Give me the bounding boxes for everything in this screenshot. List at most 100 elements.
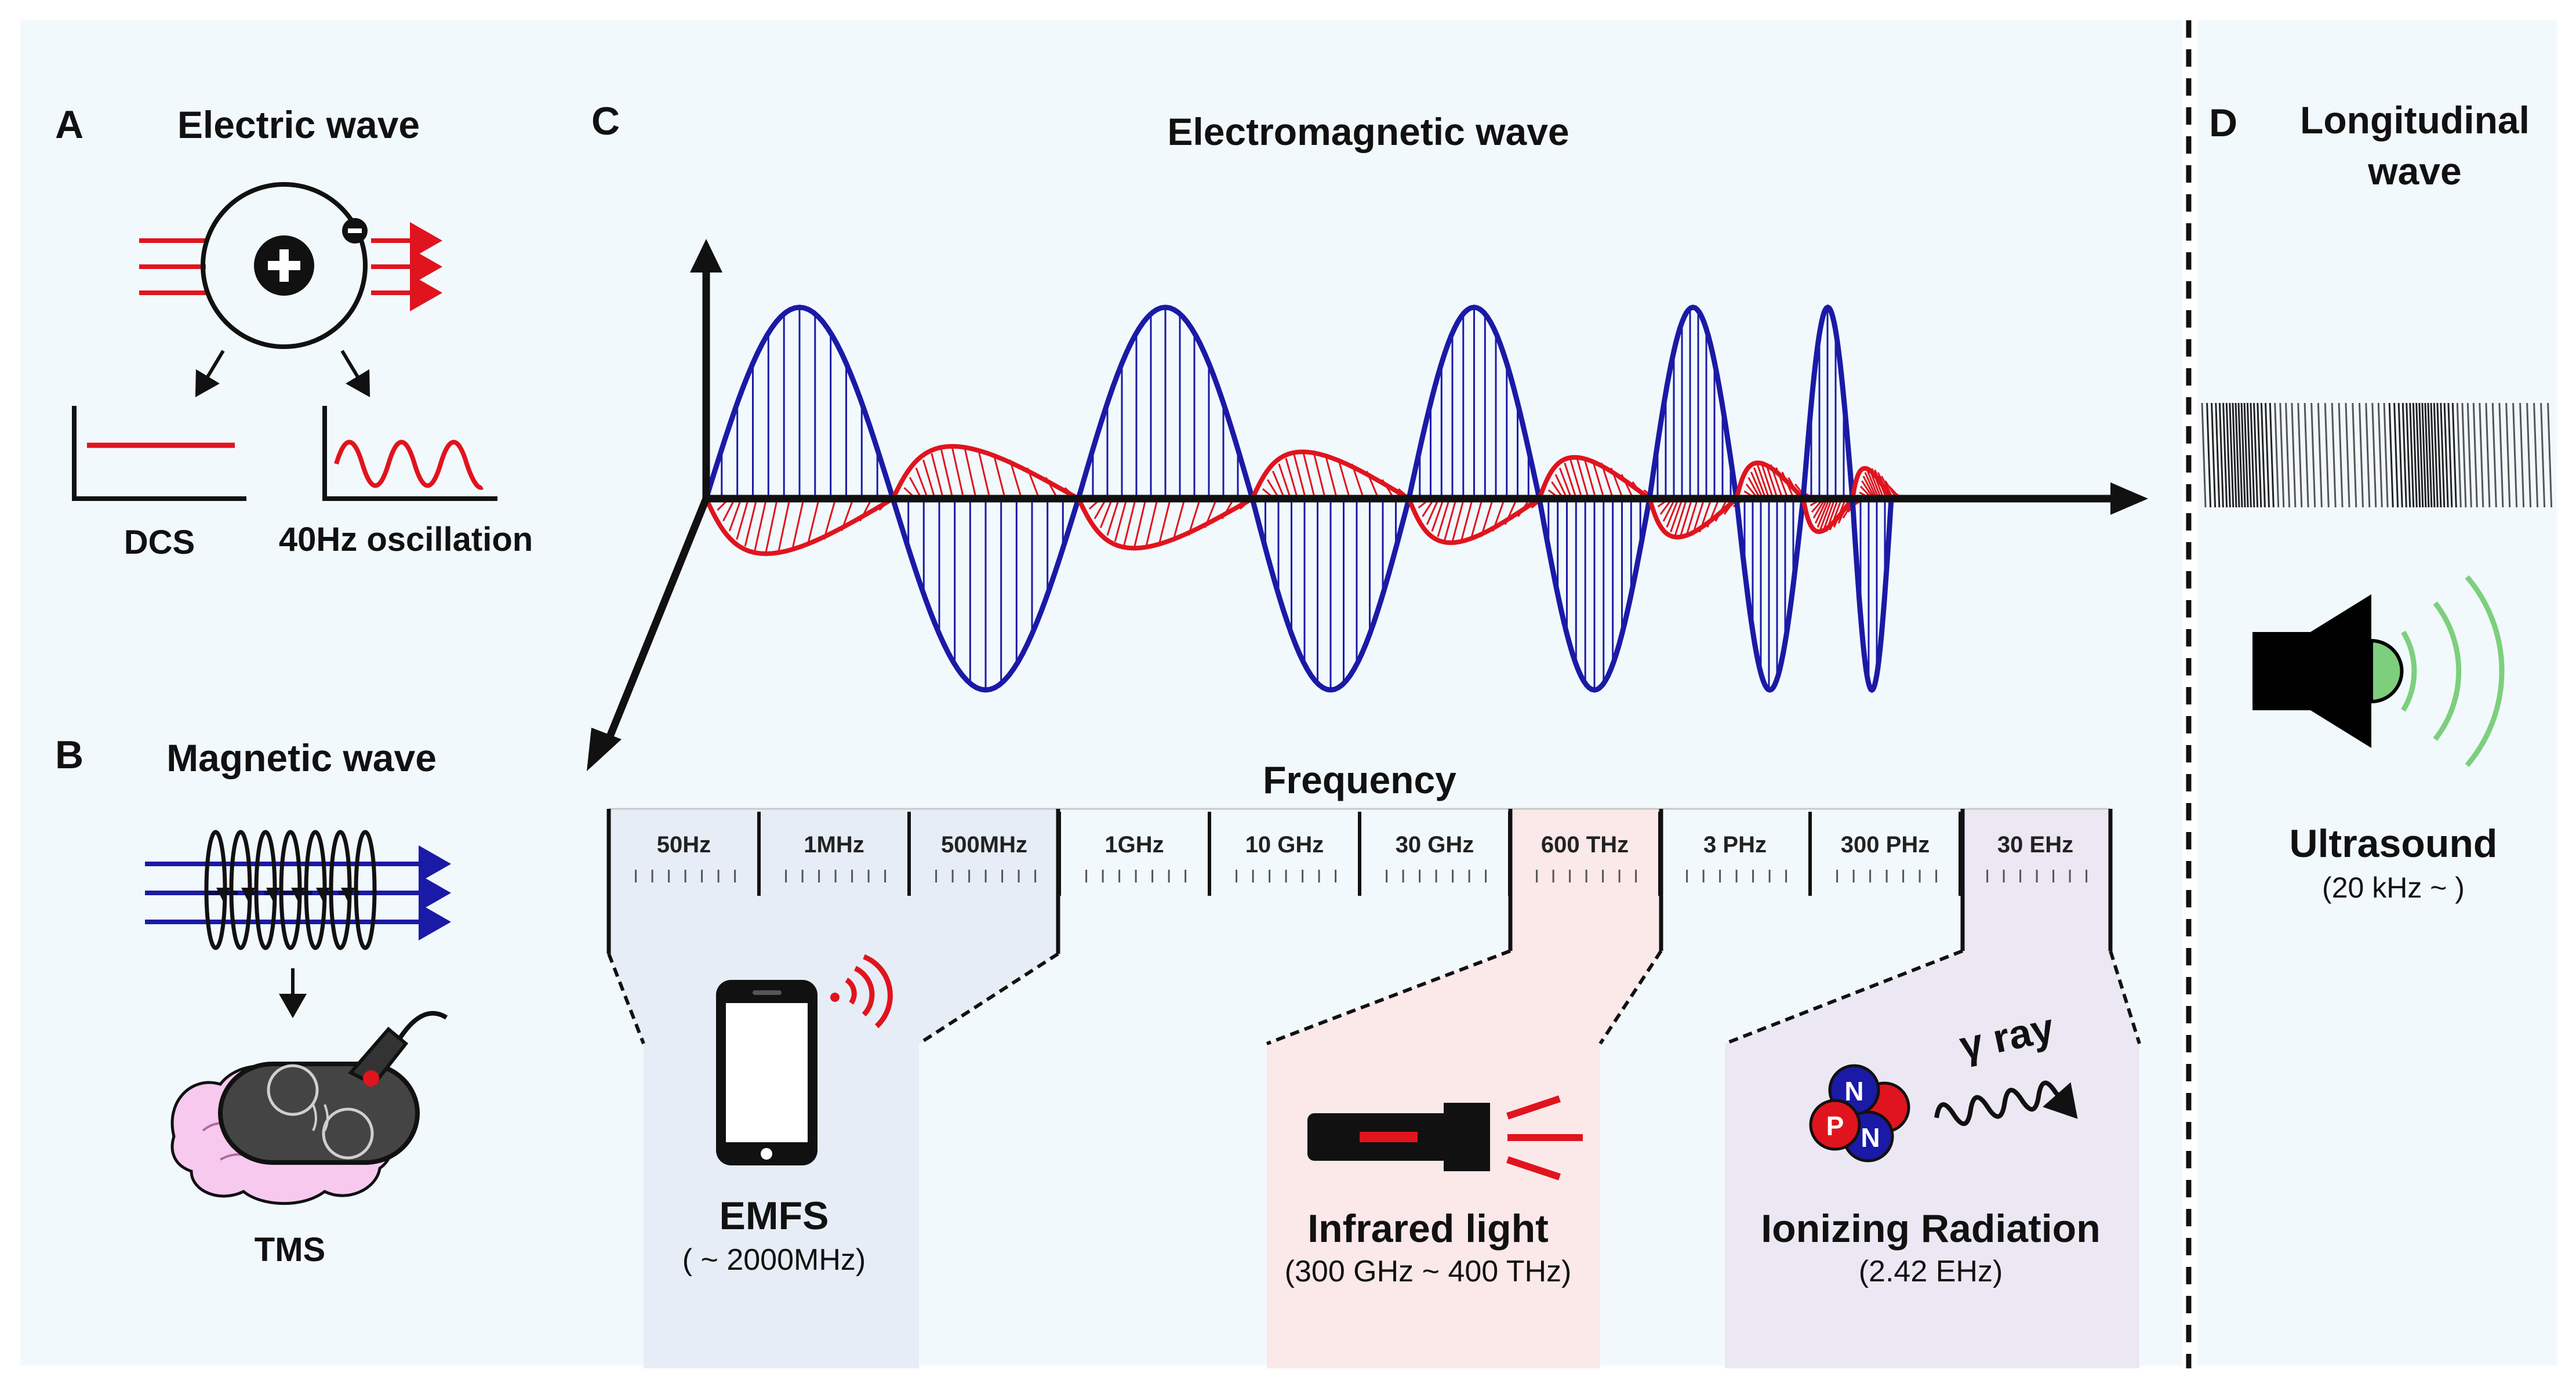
emfs-label: EMFS [720, 1194, 829, 1238]
panel-a-title: Electric wave [177, 103, 420, 146]
compression-line [2415, 402, 2421, 508]
compression-line [2433, 402, 2439, 508]
compression-line [2269, 402, 2275, 508]
compression-line [2285, 402, 2291, 508]
nucleon-n-label: N [1844, 1076, 1863, 1106]
panel-a: A Electric wave [55, 103, 533, 561]
red-wave-lobe [1647, 497, 1738, 540]
compression-line [2297, 402, 2303, 508]
compression-line [2466, 402, 2472, 508]
electric-lobe-hatching [717, 497, 892, 554]
compression-line [2479, 402, 2484, 508]
label-dcs: DCS [124, 524, 195, 561]
compression-line [2365, 402, 2371, 508]
compression-line [2447, 402, 2453, 508]
compression-line [2412, 402, 2418, 508]
panel-b-title: Magnetic wave [166, 736, 437, 779]
compression-line [2257, 402, 2262, 508]
axis-vertical-arrowhead [690, 239, 722, 273]
compression-line [2218, 402, 2224, 508]
nucleon-p-label: P [1826, 1111, 1844, 1141]
panel-d-title-line1: Longitudinal [2300, 99, 2530, 141]
electric-lobe-hatching [1262, 452, 1411, 500]
compression-line [2456, 402, 2462, 508]
frequency-label: Frequency [1263, 758, 1456, 801]
compression-line [2547, 402, 2553, 508]
compression-line [2436, 402, 2442, 508]
compression-line [2310, 402, 2316, 508]
compression-line [2235, 402, 2240, 508]
ultrasound-range: (20 kHz ~ ) [2322, 871, 2465, 904]
axis-diagonal-arrowhead [587, 728, 622, 771]
compression-line [2421, 402, 2427, 508]
light-rays-icon [1506, 1095, 1583, 1180]
electromagnetic-wave-plot [703, 304, 1905, 693]
label-40hz-oscillation: 40Hz oscillation [279, 521, 533, 558]
frequency-tick-label: 10 GHz [1245, 832, 1324, 858]
compression-line [2443, 402, 2449, 508]
compression-line [2406, 402, 2411, 508]
electric-field-arrows-icon [139, 222, 442, 311]
frequency-tick-label: 30 EHz [1997, 832, 2073, 858]
frequency-tick-label: 600 THz [1541, 832, 1629, 858]
red-wave-lobe [1407, 496, 1541, 546]
emfs-range: ( ~ 2000MHz) [682, 1243, 866, 1277]
magnetic-lobe-hatching [1859, 499, 1886, 684]
panel-d-title-line2: wave [2367, 150, 2461, 192]
compression-line [2418, 402, 2424, 508]
wave-axes [587, 239, 2148, 771]
compression-line [2206, 402, 2212, 508]
compression-line [2540, 402, 2546, 508]
compression-line [2393, 402, 2399, 508]
blue-wave-lobe [1800, 304, 1855, 499]
compression-line [2498, 402, 2504, 508]
frequency-tick-label: 3 PHz [1703, 832, 1767, 858]
frequency-tick-label: 1GHz [1104, 832, 1164, 858]
magnetic-lobe-hatching [1092, 307, 1239, 499]
ultrasound-label: Ultrasound [2290, 822, 2498, 866]
wifi-signal-icon [830, 954, 893, 1029]
sound-waves-icon [2401, 575, 2505, 767]
compression-line [2243, 402, 2249, 508]
red-wave-lobe [1250, 449, 1411, 501]
red-wave-lobe [1537, 455, 1651, 501]
frequency-tick-label: 500MHz [941, 832, 1027, 858]
phone-icon [716, 980, 818, 1165]
compression-line [2371, 402, 2377, 508]
compression-line [2345, 402, 2350, 508]
magnetic-lobe-hatching [1419, 307, 1529, 499]
compression-line [2274, 402, 2280, 508]
compression-line [2331, 402, 2337, 508]
magnetic-lobe-hatching [1265, 499, 1397, 690]
nucleus-icon: N N P [1809, 1064, 1910, 1163]
panel-d-letter: D [2209, 101, 2237, 145]
magnetic-lobe-hatching [721, 307, 878, 499]
blue-wave-lobe [703, 304, 896, 500]
blue-wave-lobe [1249, 497, 1412, 693]
compression-line [2451, 402, 2457, 508]
compression-line [2232, 402, 2237, 508]
panel-c-title: Electromagnetic wave [1167, 110, 1569, 153]
infrared-range: (300 GHz ~ 400 THz) [1285, 1255, 1572, 1288]
panel-d: D Longitudinal wave Ultrasound (20 kHz ~… [2201, 99, 2553, 904]
compression-line [2229, 402, 2235, 508]
tms-coil-device-icon [218, 1011, 448, 1165]
compression-line [2338, 402, 2344, 508]
longitudinal-wave-pattern [2201, 402, 2553, 508]
compression-line [2377, 402, 2383, 508]
compression-line [2440, 402, 2446, 508]
compression-line [2265, 402, 2270, 508]
red-wave-lobe [1734, 460, 1805, 500]
atom-icon [201, 182, 368, 349]
compression-line [2526, 402, 2532, 508]
frequency-tick-label: 30 GHz [1396, 832, 1474, 858]
compression-line [2215, 402, 2221, 508]
compression-line [2401, 402, 2407, 508]
frequency-tick-label: 300 PHz [1841, 832, 1930, 858]
panel-b-letter: B [55, 733, 83, 777]
split-arrows-icon [195, 350, 370, 398]
compression-line [2303, 402, 2309, 508]
flashlight-icon [1307, 1095, 1583, 1180]
nucleon-n2-label: N [1861, 1123, 1880, 1153]
